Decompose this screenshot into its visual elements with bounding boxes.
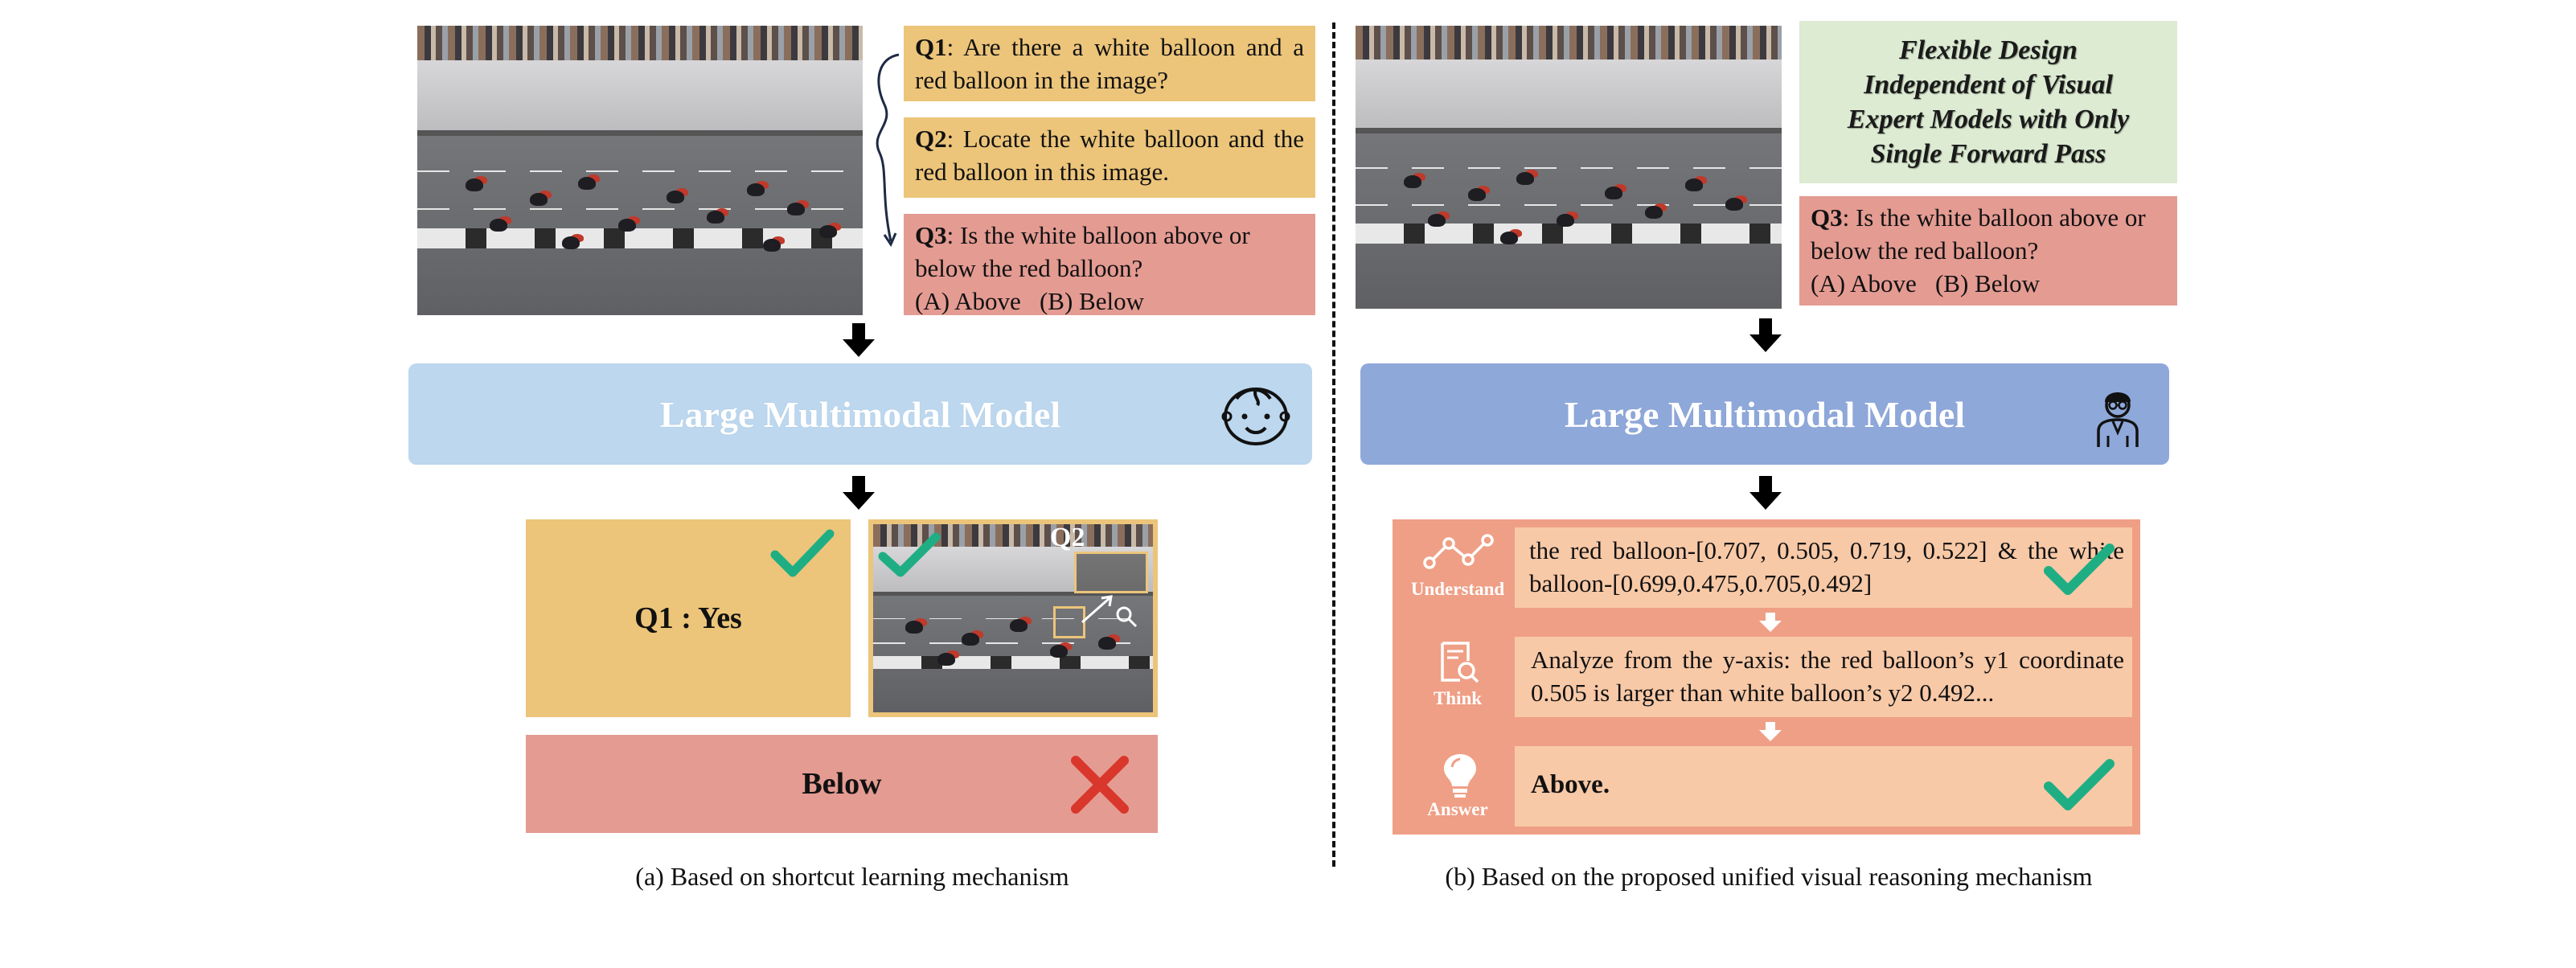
baby-face-icon (1221, 388, 1290, 445)
q2-text: : Locate the white balloon and the red b… (915, 125, 1304, 186)
check-icon (770, 529, 835, 577)
result-q1-box: Q1 : Yes (526, 519, 851, 717)
answer-box-left: Below (526, 735, 1158, 833)
step-understand-text: the red balloon-[0.707, 0.505, 0.719, 0.… (1529, 536, 2124, 597)
q3-right-label: Q3 (1811, 203, 1843, 232)
step-think-text: Analyze from the y-axis: the red balloon… (1531, 646, 2124, 707)
q2-label: Q2 (915, 125, 947, 153)
model-bar-left: Large Multimodal Model (408, 363, 1312, 465)
design-note: Flexible Design Independent of Visual Ex… (1799, 21, 2177, 183)
step-think-label: Think (1433, 688, 1483, 708)
question-q1: Q1: Are there a white balloon and a red … (904, 26, 1315, 101)
answer-text-left: Below (802, 767, 882, 801)
q3-label: Q3 (915, 221, 947, 249)
q1-text: : Are there a white balloon and a red ba… (915, 33, 1304, 94)
caption-left: (a) Based on shortcut learning mechanism (635, 862, 1069, 891)
q3-options: (A) Above (B) Below (915, 287, 1144, 315)
q2-tag: Q2 (1050, 523, 1085, 552)
check-icon-answer (2044, 759, 2115, 810)
question-q2: Q2: Locate the white balloon and the red… (904, 117, 1315, 198)
arrow-down-small-2 (1759, 722, 1782, 741)
street-photo-right (1356, 26, 1782, 309)
design-note-line-4: Single Forward Pass (1870, 139, 2106, 169)
question-q3-left: Q3: Is the white balloon above or below … (904, 214, 1315, 315)
q3-right-options: (A) Above (B) Below (1811, 269, 2040, 297)
step-understand-label: Understand (1410, 579, 1505, 599)
zoom-box-lower (1053, 606, 1085, 638)
check-icon-q2 (878, 532, 941, 577)
check-icon-understand (2044, 543, 2115, 595)
arrow-down-left-2 (843, 476, 875, 510)
arrow-down-small-1 (1759, 613, 1782, 632)
question-q3-right: Q3: Is the white balloon above or below … (1799, 196, 2177, 306)
street-photo-left (417, 26, 863, 315)
step-answer-label: Answer (1427, 799, 1488, 819)
graph-nodes-icon (1423, 534, 1494, 569)
magnifier-icon (1116, 606, 1138, 628)
model-bar-right: Large Multimodal Model (1360, 363, 2169, 465)
result-q2-frame: Q2 (868, 519, 1158, 717)
cross-icon (1071, 756, 1129, 814)
document-search-icon (1441, 642, 1479, 683)
zoom-box-upper (1074, 552, 1148, 593)
q3-right-text: : Is the white balloon above or below th… (1811, 203, 2146, 265)
step-answer-text: Above. (1531, 770, 1610, 799)
step-understand-row (1401, 527, 2132, 608)
model-label-left: Large Multimodal Model (659, 393, 1061, 435)
model-label-right: Large Multimodal Model (1564, 393, 1966, 435)
panel-divider (1332, 23, 1335, 867)
expert-person-icon (2097, 392, 2139, 447)
lightbulb-icon (1444, 754, 1476, 798)
arrow-down-right-2 (1749, 476, 1782, 510)
design-note-line-3: Expert Models with Only (1847, 105, 2130, 134)
arrow-down-right-1 (1749, 318, 1782, 352)
arrow-down-left-1 (843, 323, 875, 357)
design-note-line-2: Independent of Visual (1864, 70, 2113, 100)
arrow-pointer-icon (1081, 595, 1113, 624)
q3-text: : Is the white balloon above or below th… (915, 221, 1250, 282)
result-q1-text: Q1 : Yes (634, 601, 742, 635)
q1-label: Q1 (915, 33, 947, 61)
design-note-line-1: Flexible Design (1899, 35, 2078, 65)
step-answer-row (1401, 746, 2132, 826)
question-bracket (876, 53, 900, 248)
caption-right: (b) Based on the proposed unified visual… (1445, 862, 2093, 891)
